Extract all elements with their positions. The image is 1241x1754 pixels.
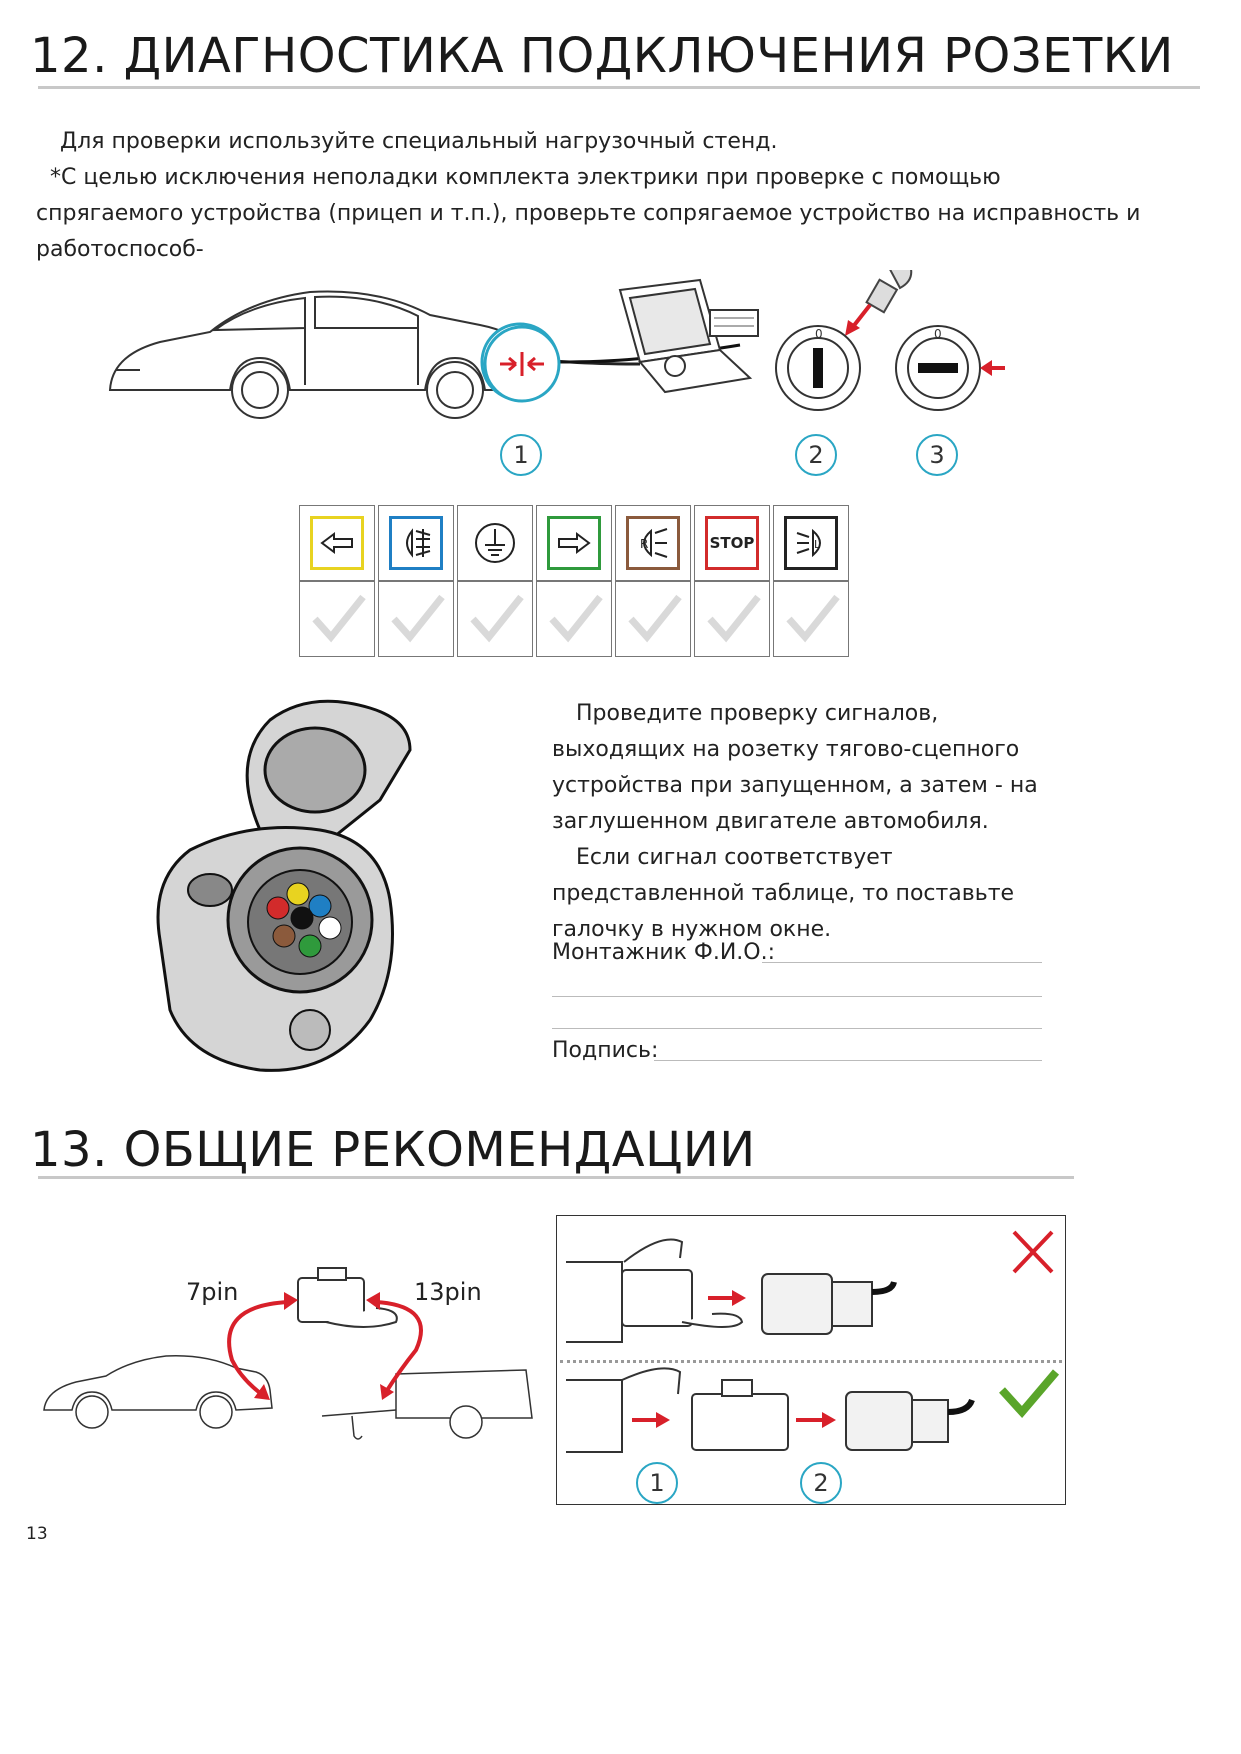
connection-scheme-illustration	[43, 1267, 533, 1440]
check-box-left-turn[interactable]	[299, 581, 375, 657]
7pin-label: 7pin	[186, 1278, 239, 1306]
checkmark-icon	[628, 594, 682, 643]
stop-label: STOP	[709, 534, 755, 552]
intro-line-2: *С целью исключения неполадки комплекта …	[50, 165, 1001, 190]
signal-check-table: R STOP L	[296, 505, 852, 657]
signal-cell-reverse: R	[615, 505, 691, 581]
trailer-icon	[321, 1369, 533, 1440]
stop-light-icon: STOP	[705, 516, 759, 570]
checkmark-icon	[391, 594, 445, 643]
trailer-socket-illustration	[156, 699, 412, 1072]
13pin-plug-icon	[761, 1273, 897, 1335]
adapter-connection-icon	[483, 325, 561, 403]
svg-text:R: R	[640, 537, 648, 551]
title-rule	[38, 86, 1200, 89]
step-number-1: 1	[500, 434, 542, 476]
ground-icon	[468, 516, 522, 570]
intro-line-1: Для проверки используйте специальный наг…	[60, 129, 778, 154]
signal-cell-stop: STOP	[694, 505, 770, 581]
signal-cell-right-turn	[536, 505, 612, 581]
title-rule-2	[38, 1176, 1074, 1179]
ignition-switch-off-icon: 0	[895, 325, 981, 411]
instruction-paragraph-2: Если сигнал соответствует представленной…	[552, 845, 1015, 942]
step-number-2: 2	[795, 434, 837, 476]
installer-name-field-line-3[interactable]	[552, 1028, 1042, 1029]
installer-name-field[interactable]	[762, 962, 1042, 963]
checkmark-icon	[312, 594, 366, 643]
signal-cell-left-turn	[299, 505, 375, 581]
tail-light-icon: L	[784, 516, 838, 570]
car-icon	[108, 290, 534, 419]
switch-2-zero-label: 0	[934, 327, 942, 341]
cross-icon	[1012, 1230, 1054, 1274]
ignition-key-icon	[865, 270, 913, 314]
right-turn-icon	[547, 516, 601, 570]
section-12-title: 12. ДИАГНОСТИКА ПОДКЛЮЧЕНИЯ РОЗЕТКИ	[30, 28, 1174, 84]
check-box-stop[interactable]	[694, 581, 770, 657]
installer-name-label: Монтажник Ф.И.О.:	[552, 940, 776, 965]
instruction-paragraph-1: Проведите проверку сигналов, выходящих н…	[552, 701, 1038, 834]
diagnostic-setup-illustration: 0 0	[108, 270, 1005, 419]
check-box-right-turn[interactable]	[536, 581, 612, 657]
switch-1-zero-label: 0	[815, 327, 823, 341]
left-turn-icon	[310, 516, 364, 570]
rear-fog-light-icon	[389, 516, 443, 570]
intro-line-3: спрягаемого устройства (прицеп и т.п.), …	[36, 201, 1141, 226]
checkmark-icon	[707, 594, 761, 643]
check-box-rear-fog[interactable]	[378, 581, 454, 657]
socket-icon	[566, 1367, 682, 1453]
svg-text:L: L	[814, 538, 821, 551]
ignition-switch-on-icon: 0	[775, 325, 861, 411]
installer-name-field-line-2[interactable]	[552, 996, 1042, 997]
signal-cell-ground	[457, 505, 533, 581]
intro-text: Для проверки используйте специальный наг…	[36, 124, 1206, 268]
check-box-ground[interactable]	[457, 581, 533, 657]
intro-line-4: работоспособ-	[36, 237, 204, 262]
adapter-icon	[691, 1379, 789, 1451]
step-number-3: 3	[916, 434, 958, 476]
connection-order-panel	[556, 1215, 1066, 1505]
page-number: 13	[26, 1524, 48, 1544]
panel-step-1: 1	[636, 1462, 678, 1504]
car-small-icon	[43, 1355, 273, 1429]
signature-label: Подпись:	[552, 1038, 659, 1063]
panel-step-2: 2	[800, 1462, 842, 1504]
checkmark-icon	[786, 594, 840, 643]
load-tester-case-icon	[618, 278, 759, 394]
connection-order-illustration	[566, 1230, 1060, 1453]
checkmark-icon	[549, 594, 603, 643]
check-box-tail-light[interactable]	[773, 581, 849, 657]
signature-field[interactable]	[654, 1060, 1042, 1061]
checkmark-green-icon	[999, 1369, 1060, 1419]
socket-adapter-icon	[297, 1267, 398, 1328]
socket-with-adapter-icon	[566, 1238, 744, 1343]
reverse-light-icon: R	[626, 516, 680, 570]
13pin-plug-icon	[845, 1391, 975, 1451]
section-13-title: 13. ОБЩИЕ РЕКОМЕНДАЦИИ	[30, 1122, 756, 1178]
checkmark-icon	[470, 594, 524, 643]
signal-cell-rear-fog	[378, 505, 454, 581]
13pin-label: 13pin	[414, 1278, 482, 1306]
panel-divider	[560, 1360, 1062, 1363]
signal-cell-tail-light: L	[773, 505, 849, 581]
check-box-reverse[interactable]	[615, 581, 691, 657]
instruction-text: Проведите проверку сигналов, выходящих н…	[552, 696, 1062, 948]
